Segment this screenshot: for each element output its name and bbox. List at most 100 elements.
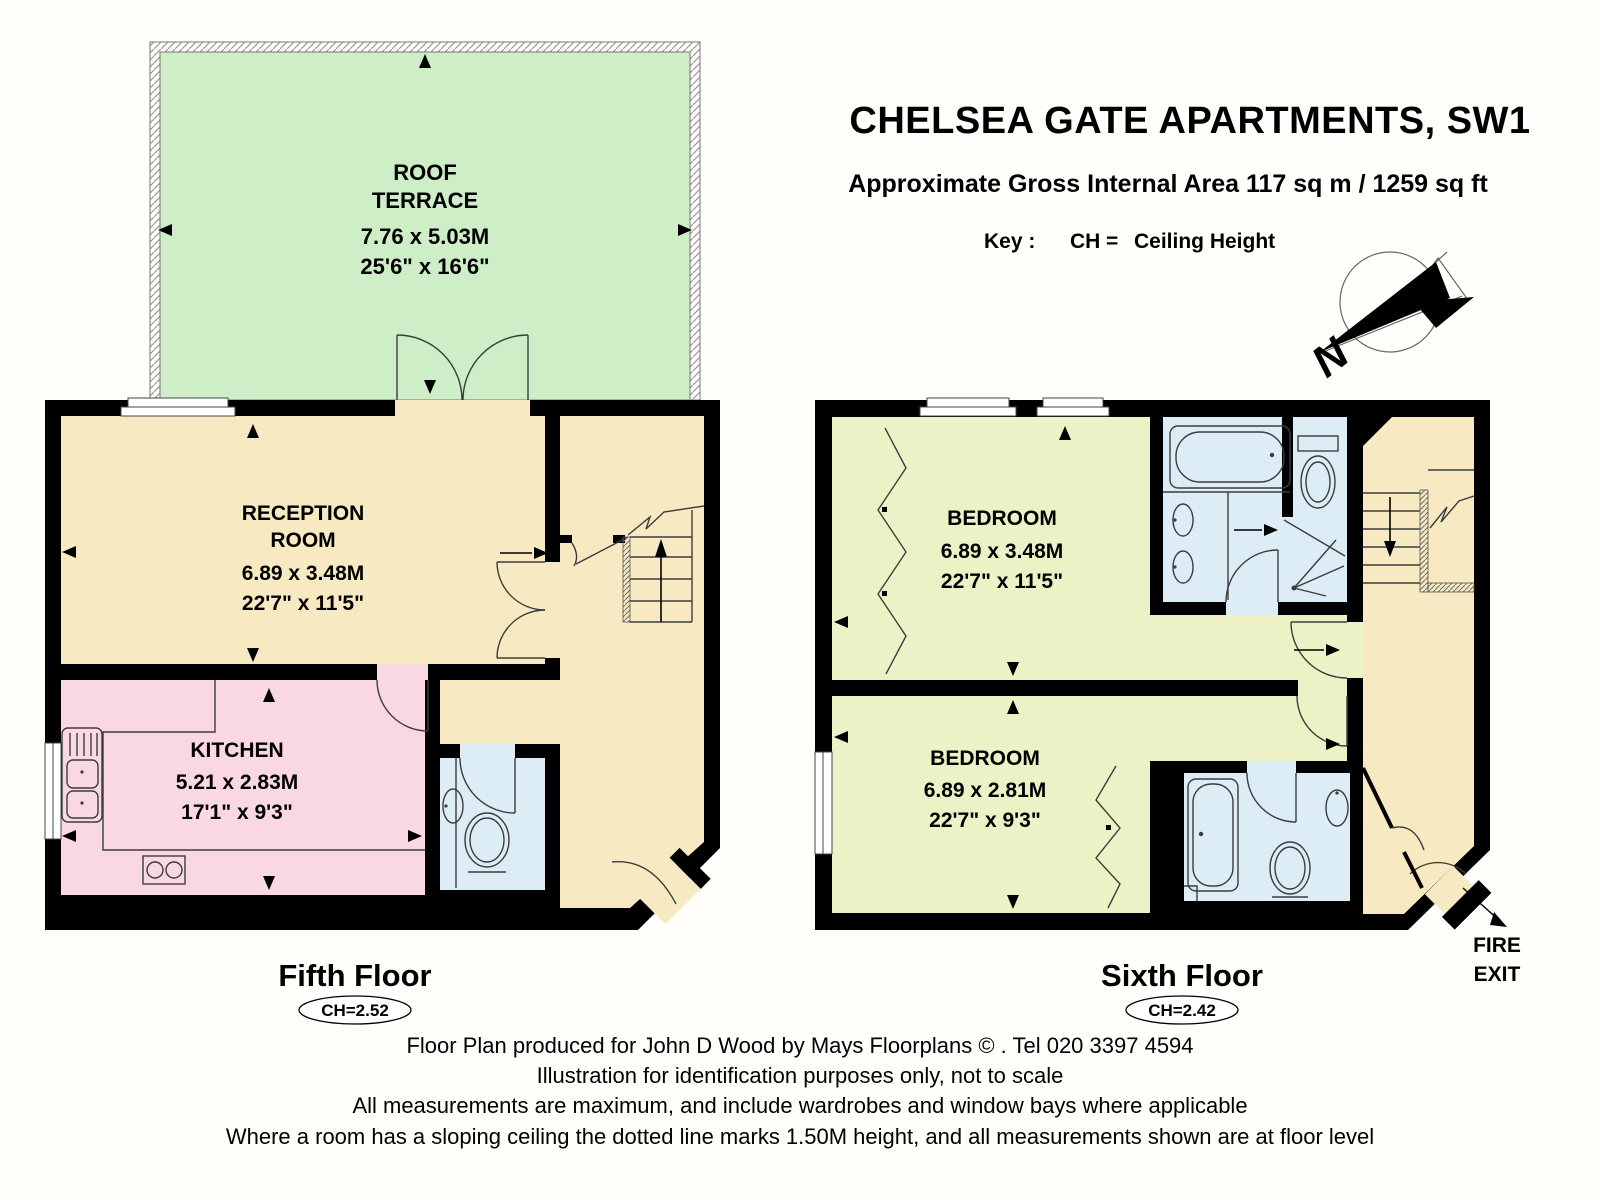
kitchen-window xyxy=(44,742,62,840)
sixth-floor-ceiling-height: CH=2.42 xyxy=(1148,1001,1216,1020)
terrace-door-opening xyxy=(395,400,530,416)
bathroom2-bathtub-icon xyxy=(1187,778,1239,892)
svg-text:ROOM: ROOM xyxy=(270,529,335,552)
reception-room-floor xyxy=(61,416,545,664)
kitchen-counter xyxy=(102,680,425,851)
fifth-floor-dimension-arrows xyxy=(62,54,692,890)
roof-terrace-label: ROOF TERRACE 7.76 x 5.03M 25'6" x 16'6" xyxy=(360,160,489,279)
wc-floor xyxy=(440,758,545,890)
reception-window xyxy=(120,397,236,417)
svg-text:25'6" x 16'6": 25'6" x 16'6" xyxy=(360,254,489,279)
bedroom1-lobby-floor xyxy=(1150,615,1347,680)
kitchen-door-opening xyxy=(377,664,428,680)
ensuite-wc-door-arrow xyxy=(1234,524,1278,536)
footer-line-1: Floor Plan produced for John D Wood by M… xyxy=(406,1033,1193,1058)
bedroom1-window-1 xyxy=(919,397,1017,417)
stairs-up-arrow-icon xyxy=(655,539,667,557)
roof-terrace-floor xyxy=(159,51,691,401)
sixth-floor-dimension-arrows xyxy=(834,426,1340,909)
key-equals: = xyxy=(1106,230,1118,253)
svg-text:22'7" x 11'5": 22'7" x 11'5" xyxy=(941,570,1063,593)
svg-text:17'1" x 9'3": 17'1" x 9'3" xyxy=(181,801,293,824)
svg-text:Sixth Floor: Sixth Floor xyxy=(1101,958,1263,993)
svg-text:RECEPTION: RECEPTION xyxy=(242,502,365,525)
key-legend: Key : CH = Ceiling Height xyxy=(984,230,1275,253)
ensuite-bathroom-floor xyxy=(1163,417,1347,602)
sixth-floor-title: Sixth Floor CH=2.42 xyxy=(1101,958,1263,1025)
ensuite-shower-icon xyxy=(1283,519,1346,597)
hall-lobby-door-opening xyxy=(1347,622,1363,678)
kitchen-hob xyxy=(142,855,186,885)
corridor-floor xyxy=(440,680,560,744)
svg-text:Fifth Floor: Fifth Floor xyxy=(278,958,431,993)
kitchen-door xyxy=(376,679,429,732)
bedroom1-floor xyxy=(832,417,1150,680)
ensuite-door xyxy=(1225,549,1279,603)
kitchen-sink xyxy=(61,727,103,823)
bathroom2-step-line xyxy=(1184,885,1198,901)
fire-exit-label-line1: FIRE xyxy=(1473,934,1521,957)
svg-text:BEDROOM: BEDROOM xyxy=(947,507,1057,530)
svg-text:7.76 x 5.03M: 7.76 x 5.03M xyxy=(361,224,489,249)
svg-text:ROOF: ROOF xyxy=(393,160,457,185)
ensuite-toilet-icon xyxy=(1297,435,1339,509)
bedroom2-window xyxy=(814,751,833,855)
bedroom2-label: BEDROOM 6.89 x 2.81M 22'7" x 9'3" xyxy=(924,747,1047,832)
svg-text:BEDROOM: BEDROOM xyxy=(930,747,1040,770)
footer-line-2: Illustration for identification purposes… xyxy=(537,1063,1064,1088)
hall-lobby-door xyxy=(1290,621,1348,679)
reception-door-opening xyxy=(545,562,560,658)
ensuite-bathtub-icon xyxy=(1169,425,1291,489)
key-label: Key : xyxy=(984,230,1035,253)
bathroom2-floor xyxy=(1184,773,1350,901)
svg-text:TERRACE: TERRACE xyxy=(372,188,478,213)
ensuite-door-opening xyxy=(1226,602,1278,615)
roof-terrace xyxy=(149,41,701,401)
svg-text:22'7" x 9'3": 22'7" x 9'3" xyxy=(929,809,1041,832)
staircase-up xyxy=(560,505,705,623)
header: CHELSEA GATE APARTMENTS, SW1 Approximate… xyxy=(848,100,1530,253)
reception-room-label: RECEPTION ROOM 6.89 x 3.48M 22'7" x 11'5… xyxy=(242,502,365,615)
bathroom2-toilet-icon xyxy=(1269,841,1311,898)
north-compass-icon: N xyxy=(1303,251,1474,387)
svg-text:6.89 x 3.48M: 6.89 x 3.48M xyxy=(941,540,1064,563)
footer-line-4: Where a room has a sloping ceiling the d… xyxy=(226,1124,1374,1149)
wc-door-opening xyxy=(460,744,515,758)
fifth-floor-title: Fifth Floor CH=2.52 xyxy=(278,958,432,1025)
bathroom2-basin-icon xyxy=(1325,789,1349,827)
svg-text:22'7" x 11'5": 22'7" x 11'5" xyxy=(242,592,364,615)
key-abbr: CH xyxy=(1070,230,1100,253)
fifth-floor-plan: ROOF TERRACE 7.76 x 5.03M 25'6" x 16'6" … xyxy=(44,41,720,1025)
bedroom2-door-opening xyxy=(1298,680,1347,696)
svg-text:6.89 x 2.81M: 6.89 x 2.81M xyxy=(924,779,1047,802)
page-title: CHELSEA GATE APARTMENTS, SW1 xyxy=(849,100,1530,142)
footer-disclaimer: Floor Plan produced for John D Wood by M… xyxy=(226,1033,1374,1149)
wardrobe-dot xyxy=(1106,825,1111,830)
svg-text:5.21 x 2.83M: 5.21 x 2.83M xyxy=(176,771,299,794)
svg-text:6.89 x 3.48M: 6.89 x 3.48M xyxy=(242,562,365,585)
bathroom2-door-opening xyxy=(1247,761,1296,773)
fifth-floor-ceiling-height: CH=2.52 xyxy=(321,1001,389,1020)
bedroom1-label: BEDROOM 6.89 x 3.48M 22'7" x 11'5" xyxy=(941,507,1064,593)
bedroom2-door xyxy=(1296,695,1348,747)
ensuite-wc-divider-wall xyxy=(1282,417,1293,517)
hallway-floor xyxy=(560,416,704,842)
bathroom2-door xyxy=(1246,772,1297,823)
footer-line-3: All measurements are maximum, and includ… xyxy=(352,1093,1247,1118)
kitchen-floor xyxy=(61,680,425,895)
wc-basin-icon xyxy=(442,788,464,824)
wc-toilet-icon xyxy=(464,812,510,873)
ensuite-basin-icons xyxy=(1172,503,1194,584)
fire-exit-arrow-icon xyxy=(1490,912,1507,927)
bedroom1-wardrobe-line xyxy=(877,427,907,675)
svg-text:KITCHEN: KITCHEN xyxy=(190,739,283,762)
entrance-door-swing xyxy=(611,861,677,905)
vestibule-floor xyxy=(560,842,704,908)
sixth-floor-plan: BEDROOM 6.89 x 3.48M 22'7" x 11'5" BEDRO… xyxy=(814,397,1521,1025)
key-description: Ceiling Height xyxy=(1134,230,1275,253)
page-subtitle: Approximate Gross Internal Area 117 sq m… xyxy=(848,170,1488,198)
stairs-down-arrow-icon xyxy=(1384,541,1396,557)
fire-exit-door xyxy=(1361,767,1467,889)
landing-corner-wall xyxy=(1363,417,1392,446)
